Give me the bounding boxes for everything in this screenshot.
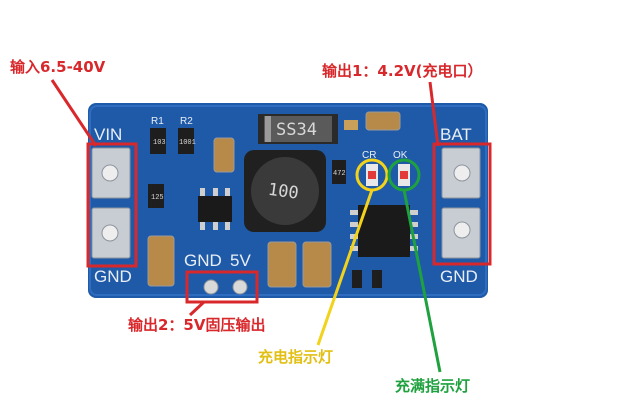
silk-ok: OK	[393, 150, 408, 161]
silk-gnd-mid: GND	[184, 251, 222, 270]
output2-pads-highlight	[185, 270, 259, 304]
top-capacitor	[365, 111, 401, 131]
silk-vin: VIN	[94, 125, 122, 144]
full-led-callout: 充满指示灯	[395, 377, 471, 395]
charge-led-callout: 充电指示灯	[258, 348, 334, 366]
output-5v-pads	[203, 279, 248, 295]
input-terminals-highlight	[86, 142, 138, 268]
inductor-marking: 100	[267, 180, 300, 204]
silk-gnd-right: GND	[440, 267, 478, 286]
tiny-capacitor	[344, 120, 358, 130]
output-capacitor-2	[302, 241, 332, 288]
ss34-diode	[258, 114, 338, 144]
res2-marking: 1001	[179, 139, 196, 147]
gnd-right-terminal	[441, 207, 481, 259]
input-capacitor	[147, 235, 175, 287]
small-capacitor	[213, 137, 235, 173]
power-inductor	[244, 150, 326, 232]
gnd-left-terminal	[91, 207, 131, 259]
resistor-5	[352, 270, 362, 288]
vin-terminal	[91, 147, 131, 199]
silk-r1: R1	[151, 116, 164, 127]
board-edge	[89, 105, 487, 296]
regulator-ic	[198, 188, 232, 230]
diode-marking: SS34	[276, 120, 317, 140]
charger-ic	[350, 205, 418, 257]
bat-terminals-highlight	[432, 142, 492, 266]
output1-pointer-line	[428, 81, 440, 147]
silk-bat: BAT	[440, 125, 472, 144]
res4-marking: 472	[333, 170, 346, 178]
input-pointer-line	[50, 79, 98, 147]
charge-led	[366, 164, 378, 186]
output2-callout: 输出2：5V固压输出	[128, 316, 266, 334]
silk-cr: CR	[362, 150, 376, 161]
full-led-pointer-line	[402, 189, 442, 373]
silk-5v: 5V	[230, 251, 251, 270]
input-callout: 输入6.5-40V	[10, 58, 106, 76]
silk-r2: R2	[180, 116, 193, 127]
full-led	[398, 164, 410, 186]
output2-pointer-line	[188, 300, 206, 317]
charge-led-pointer-line	[316, 189, 374, 346]
resistor-6	[372, 270, 382, 288]
resistor-3	[148, 184, 164, 208]
resistor-4	[332, 160, 346, 184]
silk-gnd-left: GND	[94, 267, 132, 286]
res1-marking: 103	[153, 139, 166, 147]
res3-marking: 125	[151, 194, 164, 202]
bat-terminal	[441, 147, 481, 199]
output-capacitor-1	[267, 241, 297, 288]
output1-callout: 输出1：4.2V(充电口）	[322, 62, 483, 80]
resistor-r1	[150, 128, 166, 154]
resistor-r2	[178, 128, 194, 154]
